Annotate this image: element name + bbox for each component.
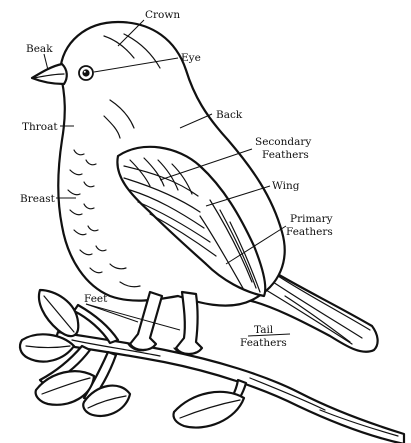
leaf-lower-middle bbox=[82, 384, 132, 418]
label-beak: Beak bbox=[26, 43, 53, 55]
wing bbox=[116, 145, 267, 298]
leader-feet-2 bbox=[85, 303, 181, 331]
leaf-left bbox=[18, 333, 76, 363]
eye bbox=[78, 65, 94, 81]
leader-primary bbox=[225, 225, 287, 265]
label-throat: Throat bbox=[22, 121, 58, 133]
label-eye: Eye bbox=[181, 52, 201, 64]
label-feet: Feet bbox=[84, 293, 108, 305]
label-back: Back bbox=[216, 109, 243, 121]
leader-eye bbox=[93, 57, 179, 73]
leaf-bottom-right bbox=[172, 390, 246, 429]
label-wing: Wing bbox=[272, 180, 300, 192]
beak bbox=[30, 62, 68, 86]
leaf-lower-left bbox=[34, 370, 96, 406]
label-breast: Breast bbox=[20, 193, 56, 205]
label-secondary-line1: Secondary bbox=[255, 136, 311, 148]
leader-tail bbox=[247, 333, 291, 337]
leader-wing bbox=[205, 185, 271, 207]
label-primary-line1: Primary bbox=[290, 213, 333, 225]
label-crown: Crown bbox=[145, 9, 180, 21]
labels: Crown Beak Eye Back Throat Secondary Fea… bbox=[20, 9, 333, 349]
leader-crown bbox=[117, 19, 145, 47]
label-secondary-line2: Feathers bbox=[262, 149, 309, 161]
leader-feet-1 bbox=[85, 303, 139, 323]
leader-secondary bbox=[159, 148, 253, 181]
label-tail-line2: Feathers bbox=[240, 337, 287, 349]
label-tail-line1: Tail bbox=[254, 324, 274, 336]
leader-back bbox=[179, 113, 213, 129]
leader-beak bbox=[43, 53, 49, 71]
leaf-upper-left bbox=[37, 288, 80, 338]
label-primary-line2: Feathers bbox=[286, 226, 333, 238]
leader-lines bbox=[43, 19, 291, 337]
